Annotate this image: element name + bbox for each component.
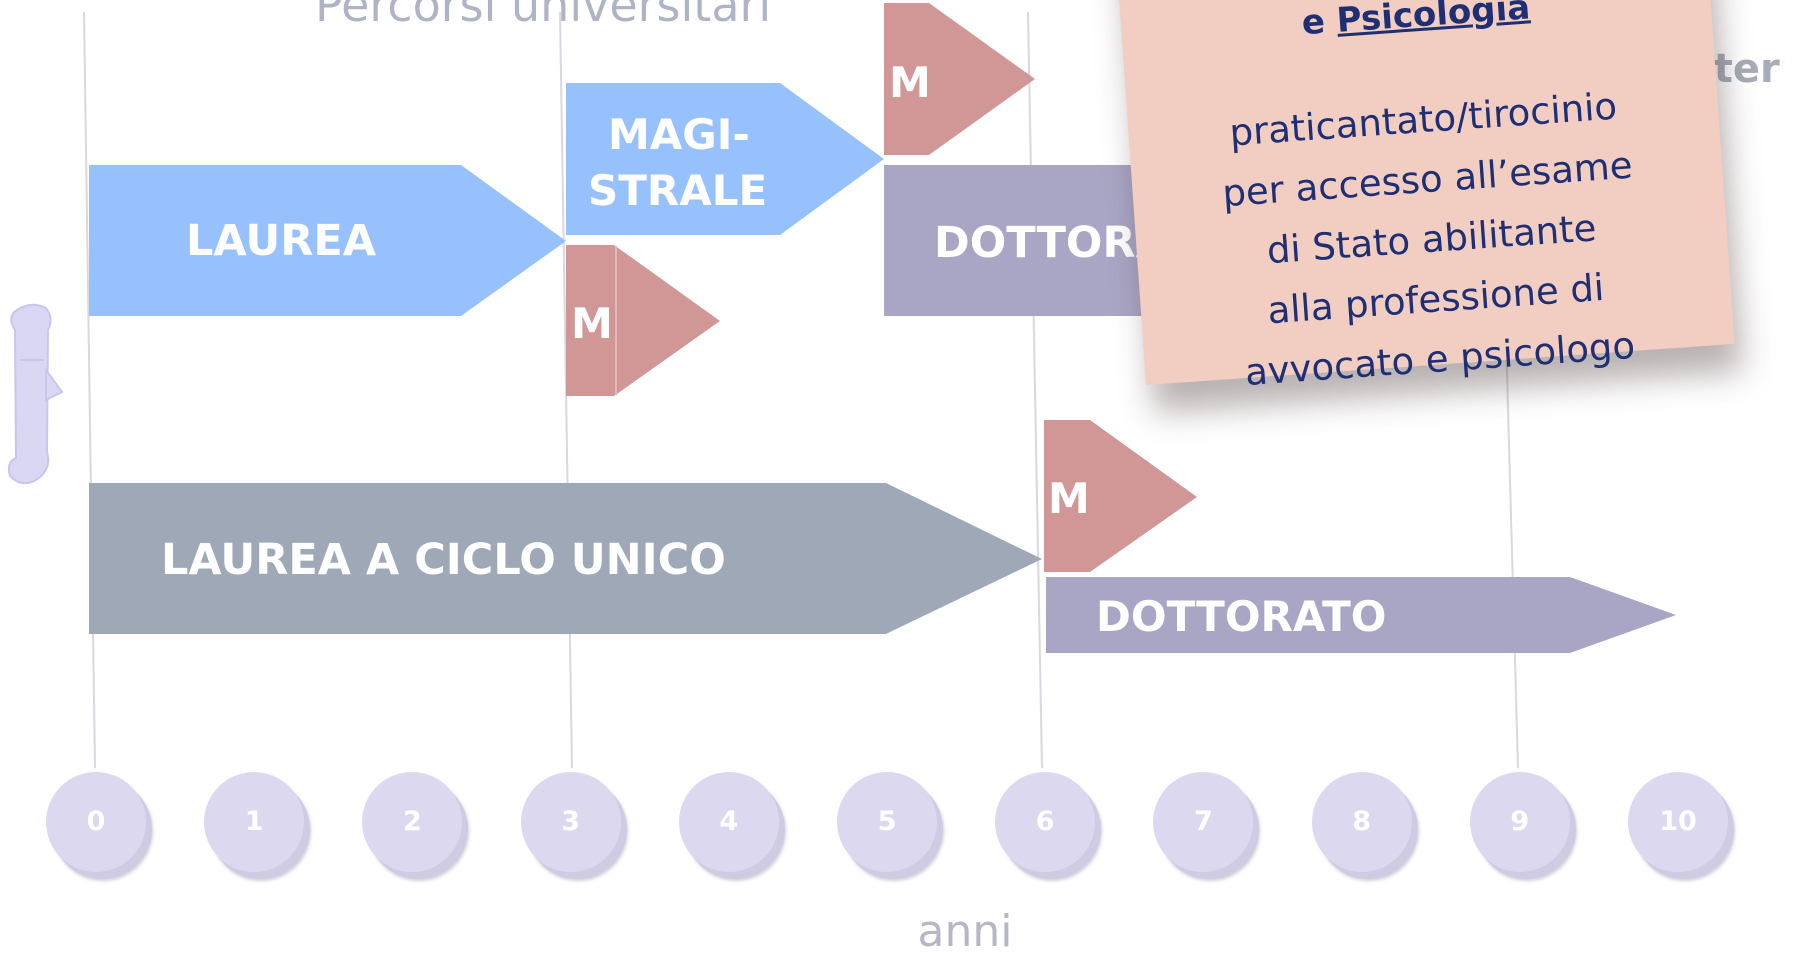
magistrale-arrow xyxy=(566,83,884,235)
year-label: 6 xyxy=(1035,806,1055,837)
note-title-prefix: e xyxy=(1300,0,1339,44)
year-label: 10 xyxy=(1659,806,1697,837)
year-circle-6: 6 xyxy=(995,772,1096,872)
ciclo-unico-label: LAUREA A CICLO UNICO xyxy=(161,535,726,585)
master-arrow-after-laurea xyxy=(566,245,720,396)
note-body: praticantato/tirocinio per accesso all’e… xyxy=(1221,84,1637,395)
dottorato-lower-arrow xyxy=(1046,577,1676,653)
year-circle-10: 10 xyxy=(1628,772,1728,872)
magistrale-label-line2: STRALE xyxy=(588,166,768,215)
laurea-label: LAUREA xyxy=(186,216,377,266)
year-label: 9 xyxy=(1510,806,1530,837)
year-circle-7: 7 xyxy=(1153,772,1254,872)
diagram-title: Percorsi universitari xyxy=(315,0,772,32)
master-label-after-ciclo-unico: M xyxy=(1048,474,1090,523)
year-label: 4 xyxy=(719,806,739,837)
year-circle-5: 5 xyxy=(837,772,937,872)
ciclo-unico-arrow xyxy=(89,483,1042,634)
grid-line-0 xyxy=(83,11,96,769)
dottorato-lower-label: DOTTORATO xyxy=(1096,592,1387,641)
master-arrow-after-magistrale xyxy=(884,3,1035,155)
note-title-link: Psicologia xyxy=(1335,0,1532,41)
laurea-arrow xyxy=(89,165,566,316)
note-title: e Psicologia xyxy=(1120,0,1711,56)
master-arrow-after-ciclo-unico xyxy=(1044,420,1197,572)
grid-line-9 xyxy=(1504,299,1519,769)
year-circle-9: 9 xyxy=(1469,772,1570,872)
diploma-scroll-icon xyxy=(7,303,64,485)
year-label: 8 xyxy=(1352,806,1371,837)
year-circle-8: 8 xyxy=(1311,772,1412,872)
master-label-after-magistrale: M xyxy=(889,58,931,107)
year-circle-4: 4 xyxy=(678,772,779,872)
magistrale-label-line1: MAGI- xyxy=(608,110,750,159)
grid-line-6 xyxy=(1027,11,1043,769)
year-circle-0: 0 xyxy=(46,772,146,872)
master-label-after-laurea: M xyxy=(571,299,613,348)
year-label: 0 xyxy=(86,806,106,837)
year-circle-3: 3 xyxy=(520,772,621,872)
year-label: 1 xyxy=(244,806,264,837)
year-label: 7 xyxy=(1193,806,1213,837)
year-label: 5 xyxy=(877,806,897,837)
sticky-note: e Psicologia praticantato/tirocinio per … xyxy=(1115,0,1735,394)
axis-label-anni: anni xyxy=(917,906,1013,956)
year-label: 3 xyxy=(561,806,580,837)
year-circle-2: 2 xyxy=(362,772,463,872)
year-circle-1: 1 xyxy=(204,772,305,872)
year-label: 2 xyxy=(402,806,422,837)
